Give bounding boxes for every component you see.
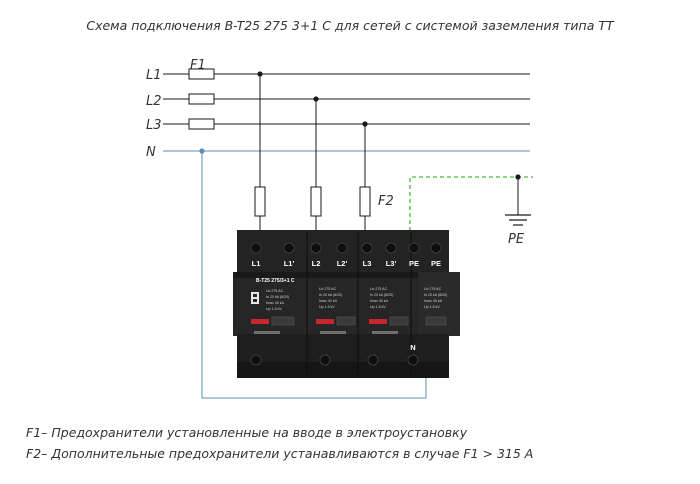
terminal-label: PE: [409, 259, 419, 268]
fuse-f1-l2: [188, 93, 215, 105]
terminal-label: L3: [363, 259, 372, 268]
spec-line: Uc 275 AC: [424, 287, 442, 291]
terminal-label: L2: [312, 259, 321, 268]
line-label-n: N: [146, 145, 156, 160]
spec-line: In 20 kA (8/20): [370, 293, 393, 297]
note-f2: F2– Дополнительные предохранители устана…: [26, 446, 534, 461]
surge-protector-device: L1 L1' L2 L2' L3 L3' PE PE B-T25 275/3+1…: [233, 230, 460, 378]
status-indicator: [251, 319, 269, 324]
ground-label: PE: [508, 232, 525, 247]
terminal-screw: [367, 354, 379, 366]
terminal-label: PE: [431, 259, 441, 268]
fuse-f1-l3: [188, 118, 215, 130]
spec-line: Imax 40 kA: [424, 299, 443, 303]
spec-line: Up 1.5 kV: [266, 307, 282, 311]
spec-line: Up 1.5 kV: [370, 305, 386, 309]
device-pe-module: [418, 272, 460, 336]
line-label-l3: L3: [146, 118, 162, 133]
spec-line: In 20 kA (8/20): [424, 293, 447, 297]
diagram-title: Схема подключения B-T25 275 3+1 C для се…: [86, 18, 614, 33]
terminal-label: L1': [284, 259, 295, 268]
fuse-f2-l1: [254, 186, 266, 217]
spec-line: Up 1.5 kV: [424, 305, 440, 309]
terminal-screw: [430, 242, 442, 254]
terminal-screw: [407, 354, 419, 366]
ground-icon: [505, 214, 531, 226]
brand-logo-icon: [251, 292, 259, 304]
fuse-f2-l3: [359, 186, 371, 217]
terminal-screw: [385, 242, 397, 254]
status-window: [389, 316, 409, 326]
spec-line: Uc 275 AC: [266, 289, 284, 293]
spec-line: Imax 40 kA: [370, 299, 389, 303]
terminal-screw: [319, 354, 331, 366]
note-f1: F1– Предохранители установленные на ввод…: [26, 425, 468, 440]
terminal-screw: [250, 354, 262, 366]
line-label-l2: L2: [146, 94, 162, 109]
spec-line: Imax 40 kA: [319, 299, 338, 303]
status-window: [336, 316, 356, 326]
fuse-f1-l1: [188, 68, 215, 80]
terminal-label-n: N: [410, 343, 415, 352]
terminal-label: L2': [337, 259, 348, 268]
spec-line: Uc 275 AC: [370, 287, 388, 291]
terminal-screw: [408, 242, 420, 254]
terminal-screw: [336, 242, 348, 254]
spec-line: Imax 40 kA: [266, 301, 285, 305]
spec-line: In 20 kA (8/20): [266, 295, 289, 299]
terminal-label: L3': [386, 259, 397, 268]
status-window: [425, 316, 447, 326]
spec-line: Uc 275 AC: [319, 287, 337, 291]
fuse-label-f2: F2: [378, 194, 394, 209]
terminal-screw: [250, 242, 262, 254]
status-indicator: [316, 319, 334, 324]
terminal-screw: [310, 242, 322, 254]
spec-line: In 20 kA (8/20): [319, 293, 342, 297]
terminal-label: L1: [252, 259, 261, 268]
line-label-l1: L1: [146, 68, 162, 83]
device-model: B-T25 275/3+1 C: [256, 278, 295, 284]
pe-conductor: [409, 176, 533, 245]
status-window: [271, 316, 295, 326]
fuse-f2-l2: [310, 186, 322, 217]
terminal-screw: [361, 242, 373, 254]
spec-line: Up 1.5 kV: [319, 305, 335, 309]
status-indicator: [369, 319, 387, 324]
terminal-screw: [283, 242, 295, 254]
